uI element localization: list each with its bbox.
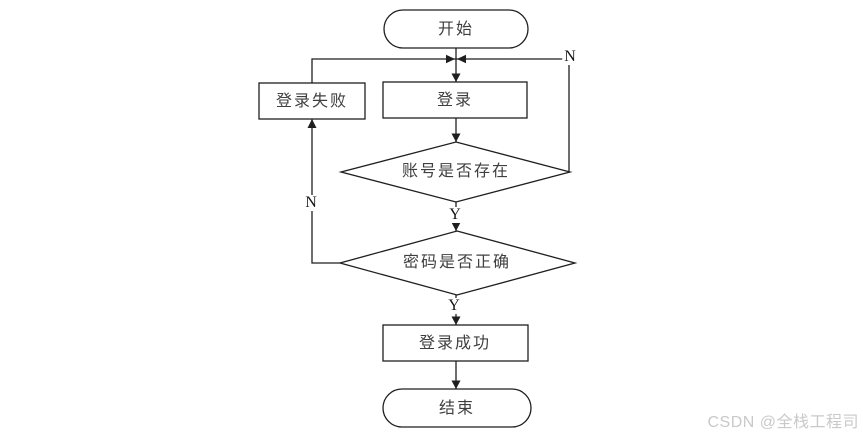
node-login-success-shape [382, 324, 529, 362]
node-login-failed-label: 登录失败 [275, 93, 349, 110]
edge-password-no-to-login-failed [311, 119, 340, 264]
node-login-label: 登录 [436, 92, 474, 109]
node-end-shape [382, 388, 532, 428]
node-start-shape [383, 9, 529, 49]
arrowhead-down-icon [451, 222, 461, 231]
node-login-shape [382, 81, 528, 119]
node-password-correct-label: 密码是否正确 [402, 254, 512, 271]
edge-label-password-correct-yes: Y [446, 297, 462, 314]
arrowhead-left-icon [457, 54, 466, 64]
node-account-exists-shape [338, 141, 573, 203]
arrowhead-down-icon [451, 133, 461, 142]
arrowhead-right-icon [446, 54, 455, 64]
edge-label-account-exists-no: N [562, 48, 578, 65]
arrowhead-down-icon [451, 73, 461, 82]
node-account-exists-label: 账号是否存在 [401, 163, 511, 180]
arrowhead-down-icon [451, 380, 461, 389]
edge-login-failed-to-login [311, 58, 456, 83]
edge-label-password-correct-no: N [303, 194, 319, 211]
node-login-failed-shape [258, 82, 366, 120]
edge-label-account-exists-yes: Y [447, 206, 463, 223]
arrowhead-down-icon [451, 316, 461, 325]
node-login-success-label: 登录成功 [418, 335, 492, 352]
arrowhead-up-icon [307, 119, 317, 128]
node-password-correct-shape [337, 230, 578, 296]
node-end-label: 结束 [438, 400, 476, 417]
watermark: CSDN @全栈工程司 [707, 414, 859, 431]
node-start-label: 开始 [437, 21, 475, 38]
